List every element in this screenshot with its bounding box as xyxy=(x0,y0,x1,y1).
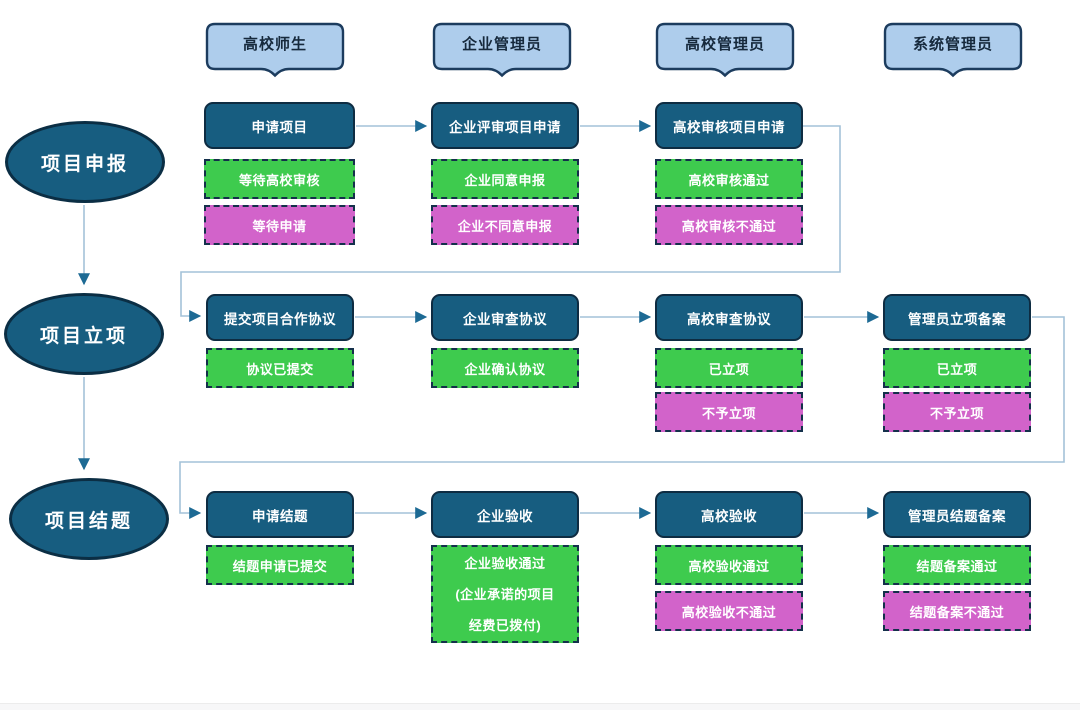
banner-shape-icon xyxy=(205,22,345,78)
action-school-acceptance: 高校验收 xyxy=(655,491,803,538)
lane-header-label: 高校管理员 xyxy=(684,36,765,53)
status-closure-record-fail: 结题备案不通过 xyxy=(883,591,1031,631)
lane-header-university-admin: 高校管理员 xyxy=(655,22,795,80)
status-agreement-submitted: 协议已提交 xyxy=(206,348,354,388)
banner-shape-icon xyxy=(655,22,795,78)
action-admin-approval-record: 管理员立项备案 xyxy=(883,294,1031,341)
status-line: 经费已拨付) xyxy=(468,617,542,633)
action-submit-agreement: 提交项目合作协议 xyxy=(206,294,354,341)
action-apply-closure: 申请结题 xyxy=(206,491,354,538)
status-school-review-fail: 高校审核不通过 xyxy=(655,205,803,245)
banner-shape-icon xyxy=(432,22,572,78)
phase-project-closure: 项目结题 xyxy=(9,478,169,560)
action-company-check-agreement: 企业审查协议 xyxy=(431,294,579,341)
status-company-acceptance-pass: 企业验收通过 (企业承诺的项目 经费已拨付) xyxy=(431,545,579,643)
status-not-approved-admin: 不予立项 xyxy=(883,392,1031,432)
lane-header-label: 系统管理员 xyxy=(912,36,993,53)
status-line: (企业承诺的项目 xyxy=(455,586,555,602)
action-company-review-apply: 企业评审项目申请 xyxy=(431,102,579,149)
status-wait-apply: 等待申请 xyxy=(204,205,355,245)
status-approved-admin: 已立项 xyxy=(883,348,1031,388)
status-wait-school-review: 等待高校审核 xyxy=(204,159,355,199)
phase-project-approval: 项目立项 xyxy=(4,293,164,375)
status-closure-submitted: 结题申请已提交 xyxy=(206,545,354,585)
connector-school-review-to-submit-agreement xyxy=(180,125,841,322)
status-company-confirm: 企业确认协议 xyxy=(431,348,579,388)
action-company-acceptance: 企业验收 xyxy=(431,491,579,538)
banner-shape-icon xyxy=(883,22,1023,78)
status-school-acceptance-fail: 高校验收不通过 xyxy=(655,591,803,631)
lane-header-university-users: 高校师生 xyxy=(205,22,345,80)
status-company-agree: 企业同意申报 xyxy=(431,159,579,199)
status-not-approved: 不予立项 xyxy=(655,392,803,432)
action-admin-closure-record: 管理员结题备案 xyxy=(883,491,1031,538)
lane-header-system-admin: 系统管理员 xyxy=(883,22,1023,80)
status-school-review-pass: 高校审核通过 xyxy=(655,159,803,199)
status-line: 企业验收通过 xyxy=(464,555,546,571)
action-school-check-agreement: 高校审查协议 xyxy=(655,294,803,341)
status-school-acceptance-pass: 高校验收通过 xyxy=(655,545,803,585)
status-closure-record-pass: 结题备案通过 xyxy=(883,545,1031,585)
status-company-disagree: 企业不同意申报 xyxy=(431,205,579,245)
connector-admin-record-to-apply-closure xyxy=(179,316,1065,519)
phase-project-application: 项目申报 xyxy=(5,121,165,203)
status-approved: 已立项 xyxy=(655,348,803,388)
page-bottom-edge xyxy=(0,703,1080,710)
lane-header-label: 高校师生 xyxy=(242,36,307,53)
action-school-review-apply: 高校审核项目申请 xyxy=(655,102,803,149)
lane-header-company-admin: 企业管理员 xyxy=(432,22,572,80)
action-apply-project: 申请项目 xyxy=(204,102,355,149)
lane-header-label: 企业管理员 xyxy=(461,36,542,53)
